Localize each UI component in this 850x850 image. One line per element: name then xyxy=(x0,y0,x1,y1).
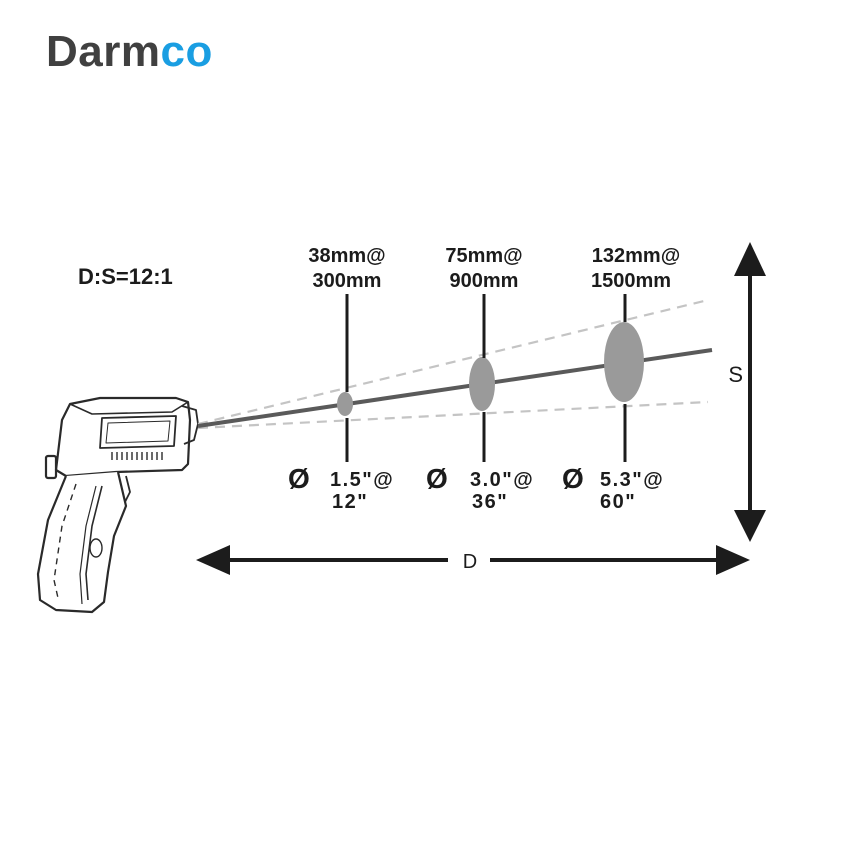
arrow-down-icon xyxy=(734,510,766,542)
diameter-icon: Ø xyxy=(426,463,448,494)
spot-1-imperial-bottom: 12" xyxy=(332,491,368,513)
distance-arrow xyxy=(196,545,750,575)
brand-logo-part2: co xyxy=(160,27,213,76)
diameter-icon: Ø xyxy=(562,463,584,494)
distance-label: D xyxy=(463,551,477,573)
spot-3-imperial-bottom: 60" xyxy=(600,491,636,513)
cone-upper-boundary xyxy=(197,298,709,426)
spot-size-arrow xyxy=(734,242,766,542)
spot-3-metric-top: 132mm@ xyxy=(592,245,680,267)
spot-3-metric-bottom: 1500mm xyxy=(591,270,671,292)
diameter-icon: Ø xyxy=(288,463,310,494)
spot-1-imperial-top: 1.5"@ xyxy=(330,469,394,491)
spot-2-imperial-bottom: 36" xyxy=(472,491,508,513)
spot-2-imperial-top: 3.0"@ xyxy=(470,469,534,491)
spot-2 xyxy=(469,357,495,411)
ir-thermometer-gun-icon xyxy=(36,396,199,614)
spot-3 xyxy=(604,322,644,402)
arrow-right-icon xyxy=(716,545,750,575)
spot-1 xyxy=(337,392,353,416)
ratio-label: D:S=12:1 xyxy=(78,264,173,289)
arrow-up-icon xyxy=(734,242,766,276)
spot-1-metric-bottom: 300mm xyxy=(313,270,382,292)
spot-3-imperial-top: 5.3"@ xyxy=(600,469,664,491)
spot-1-metric-top: 38mm@ xyxy=(308,245,385,267)
arrow-left-icon xyxy=(196,545,230,575)
spot-2-metric-bottom: 900mm xyxy=(450,270,519,292)
brand-logo-part1: Darm xyxy=(46,27,161,76)
cone-lower-boundary xyxy=(197,400,709,430)
spot-size-label: S xyxy=(728,362,743,387)
brand-logo: Darmco xyxy=(46,30,213,74)
spot-2-metric-top: 75mm@ xyxy=(445,245,522,267)
